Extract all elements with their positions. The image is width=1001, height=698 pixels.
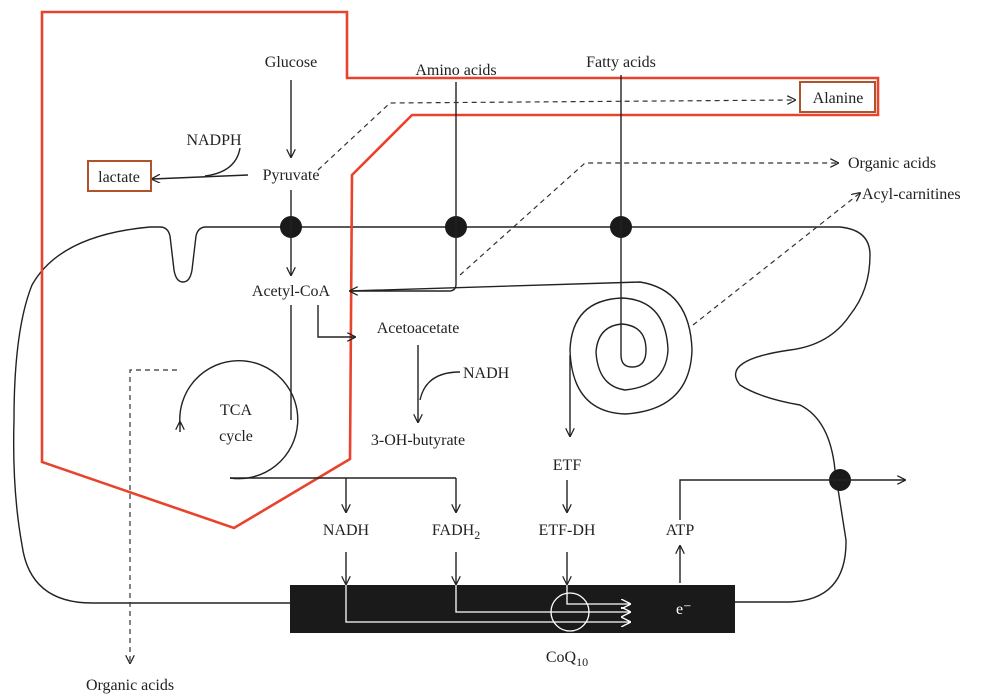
label-atp: ATP xyxy=(666,522,695,539)
label-lactate: lactate xyxy=(98,169,140,186)
label-nadh: NADH xyxy=(323,522,370,539)
label-organic-acids-top: Organic acids xyxy=(848,155,936,172)
coq10-base: CoQ xyxy=(546,649,577,666)
lactate-box xyxy=(87,160,152,192)
fadh2-subscript: 2 xyxy=(474,528,480,542)
label-etf: ETF xyxy=(553,457,582,474)
alanine-box xyxy=(799,81,876,113)
label-electron: e⁻ xyxy=(676,601,692,618)
label-amino-acids: Amino acids xyxy=(415,62,496,79)
cell-membrane xyxy=(12,226,871,604)
label-glucose: Glucose xyxy=(265,54,317,71)
label-etf-dh: ETF-DH xyxy=(539,522,596,539)
electron-transport-chain xyxy=(290,585,735,633)
highlight-outline xyxy=(40,10,880,530)
label-coq10: CoQ10 xyxy=(546,649,588,669)
label-acetoacetate: Acetoacetate xyxy=(377,320,460,337)
label-oh-butyrate: 3-OH-butyrate xyxy=(371,432,465,449)
label-nadh-ketone: NADH xyxy=(463,365,510,382)
label-nadph: NADPH xyxy=(186,132,242,149)
coq10-circle xyxy=(550,592,590,632)
label-pyruvate: Pyruvate xyxy=(263,167,320,184)
label-acyl-carnitines: Acyl-carnitines xyxy=(862,186,961,203)
coq10-subscript: 10 xyxy=(576,655,588,669)
label-acetyl-coa: Acetyl-CoA xyxy=(252,283,331,300)
label-tca: TCA xyxy=(220,402,252,419)
label-alanine: Alanine xyxy=(813,90,864,107)
fadh2-base: FADH xyxy=(432,522,475,539)
label-organic-acids-bottom: Organic acids xyxy=(86,677,174,694)
label-fatty-acids: Fatty acids xyxy=(586,54,656,71)
label-fadh2: FADH2 xyxy=(432,522,480,542)
label-cycle: cycle xyxy=(219,428,253,445)
